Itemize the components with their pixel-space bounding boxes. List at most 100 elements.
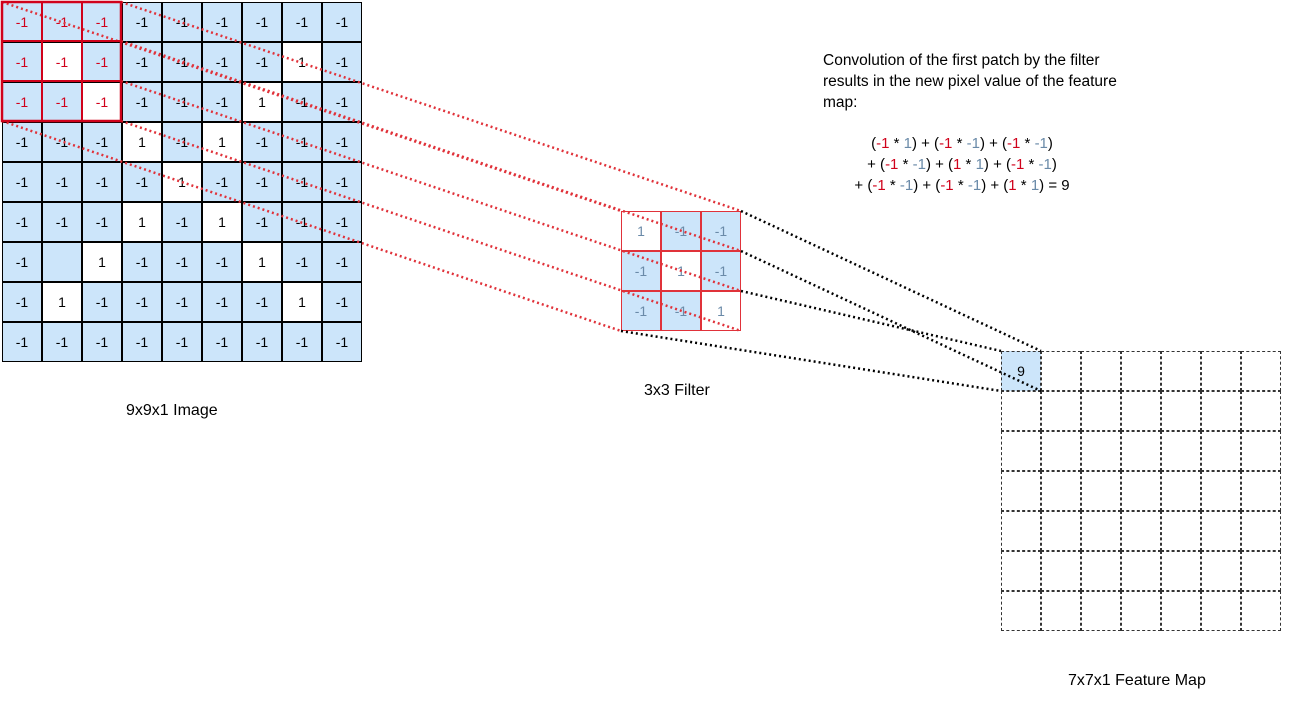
feature-map-cell: [1201, 591, 1241, 631]
image-cell: -1: [162, 242, 202, 282]
filter-cell: -1: [701, 211, 741, 251]
image-cell: 1: [42, 282, 82, 322]
image-cell: -1: [122, 162, 162, 202]
image-cell: 1: [242, 242, 282, 282]
feature-map-cell: [1161, 511, 1201, 551]
image-cell: -1: [322, 322, 362, 362]
formula-token: 1: [953, 156, 962, 173]
image-cell: -1: [122, 82, 162, 122]
image-cell: 1: [162, 162, 202, 202]
feature-map-cell: [1241, 591, 1281, 631]
image-cell: -1: [242, 202, 282, 242]
feature-map-cell: [1081, 351, 1121, 391]
formula-token: -1: [876, 135, 890, 152]
feature-map-cell: [1001, 511, 1041, 551]
formula-token: (: [871, 135, 877, 152]
image-cell: -1: [282, 242, 322, 282]
image-cell: -1: [42, 162, 82, 202]
formula-token: 1: [975, 156, 984, 173]
formula-token: 1: [903, 135, 912, 152]
image-cell: -1: [242, 2, 282, 42]
feature-map-cell: [1001, 551, 1041, 591]
formula-token: ) + (: [913, 177, 941, 194]
formula-line: + (-1 * -1) + (-1 * -1) + (1 * 1) = 9: [812, 175, 1112, 196]
image-cell: -1: [322, 282, 362, 322]
image-cell: -1: [42, 322, 82, 362]
formula-token: ) = 9: [1039, 177, 1070, 194]
image-cell: -1: [2, 282, 42, 322]
formula-token: -1: [912, 156, 926, 173]
feature-map-cell: [1241, 351, 1281, 391]
formula-token: -1: [885, 156, 899, 173]
filter-cell: 1: [621, 211, 661, 251]
image-cell: -1: [322, 2, 362, 42]
feature-map-caption: 7x7x1 Feature Map: [1068, 672, 1206, 689]
image-cell: -1: [282, 322, 322, 362]
feature-map-cell: [1161, 591, 1201, 631]
image-cell: -1: [162, 122, 202, 162]
image-cell: -1: [282, 122, 322, 162]
image-cell: -1: [82, 122, 122, 162]
image-cell: -1: [162, 322, 202, 362]
image-cell: -1: [82, 282, 122, 322]
filter-cell: -1: [621, 251, 661, 291]
image-cell: -1: [2, 122, 42, 162]
formula-token: ) + (: [981, 177, 1009, 194]
formula-token: *: [889, 135, 904, 152]
feature-map-cell: [1241, 511, 1281, 551]
black-connector-line: [740, 209, 1042, 353]
feature-map-cell: [1241, 471, 1281, 511]
image-cell: 1: [202, 122, 242, 162]
feature-map-cell: [1201, 471, 1241, 511]
feature-map-cell: [1121, 351, 1161, 391]
feature-map-cell: [1041, 391, 1081, 431]
feature-map-cell: [1201, 551, 1241, 591]
feature-map-cell: [1201, 351, 1241, 391]
feature-map-cell: [1201, 391, 1241, 431]
image-cell: -1: [282, 2, 322, 42]
feature-map-cell: [1201, 511, 1241, 551]
image-cell: -1: [122, 282, 162, 322]
image-cell: -1: [202, 42, 242, 82]
image-cell: -1: [122, 322, 162, 362]
feature-map-cell: [1041, 351, 1081, 391]
feature-map-cell: [1041, 551, 1081, 591]
feature-map-cell: [1001, 471, 1041, 511]
feature-map-cell: [1081, 471, 1121, 511]
feature-map-cell: [1121, 471, 1161, 511]
image-cell: -1: [82, 322, 122, 362]
image-cell: 1: [82, 242, 122, 282]
formula-token: + (: [854, 177, 873, 194]
image-cell: -1: [122, 242, 162, 282]
formula-token: ) + (: [983, 156, 1011, 173]
image-cell: 1: [282, 42, 322, 82]
formula-token: -1: [899, 177, 914, 194]
formula-token: *: [1020, 135, 1035, 152]
formula-token: *: [961, 156, 976, 173]
formula-token: *: [952, 135, 967, 152]
feature-map-cell: [1041, 591, 1081, 631]
feature-map-cell: [1081, 591, 1121, 631]
formula-token: ): [1051, 156, 1057, 173]
image-cell: -1: [322, 162, 362, 202]
image-cell: -1: [82, 162, 122, 202]
formula-token: *: [898, 156, 913, 173]
image-cell: -1: [202, 282, 242, 322]
formula-token: -1: [1007, 135, 1021, 152]
image-cell: -1: [162, 42, 202, 82]
image-cell: -1: [82, 42, 122, 82]
image-cell: 1: [202, 202, 242, 242]
feature-map-cell: [1241, 391, 1281, 431]
image-cell: -1: [2, 42, 42, 82]
image-cell: -1: [322, 42, 362, 82]
image-cell: -1: [2, 2, 42, 42]
image-cell: -1: [242, 42, 282, 82]
formula-line: + (-1 * -1) + (1 * 1) + (-1 * -1): [812, 154, 1112, 175]
image-cell: -1: [2, 242, 42, 282]
formula-token: ) + (: [911, 135, 940, 152]
formula-token: *: [953, 177, 968, 194]
black-connector-line: [740, 289, 1002, 353]
feature-map-cell: [1041, 471, 1081, 511]
image-cell: 1: [122, 122, 162, 162]
image-cell: -1: [202, 322, 242, 362]
